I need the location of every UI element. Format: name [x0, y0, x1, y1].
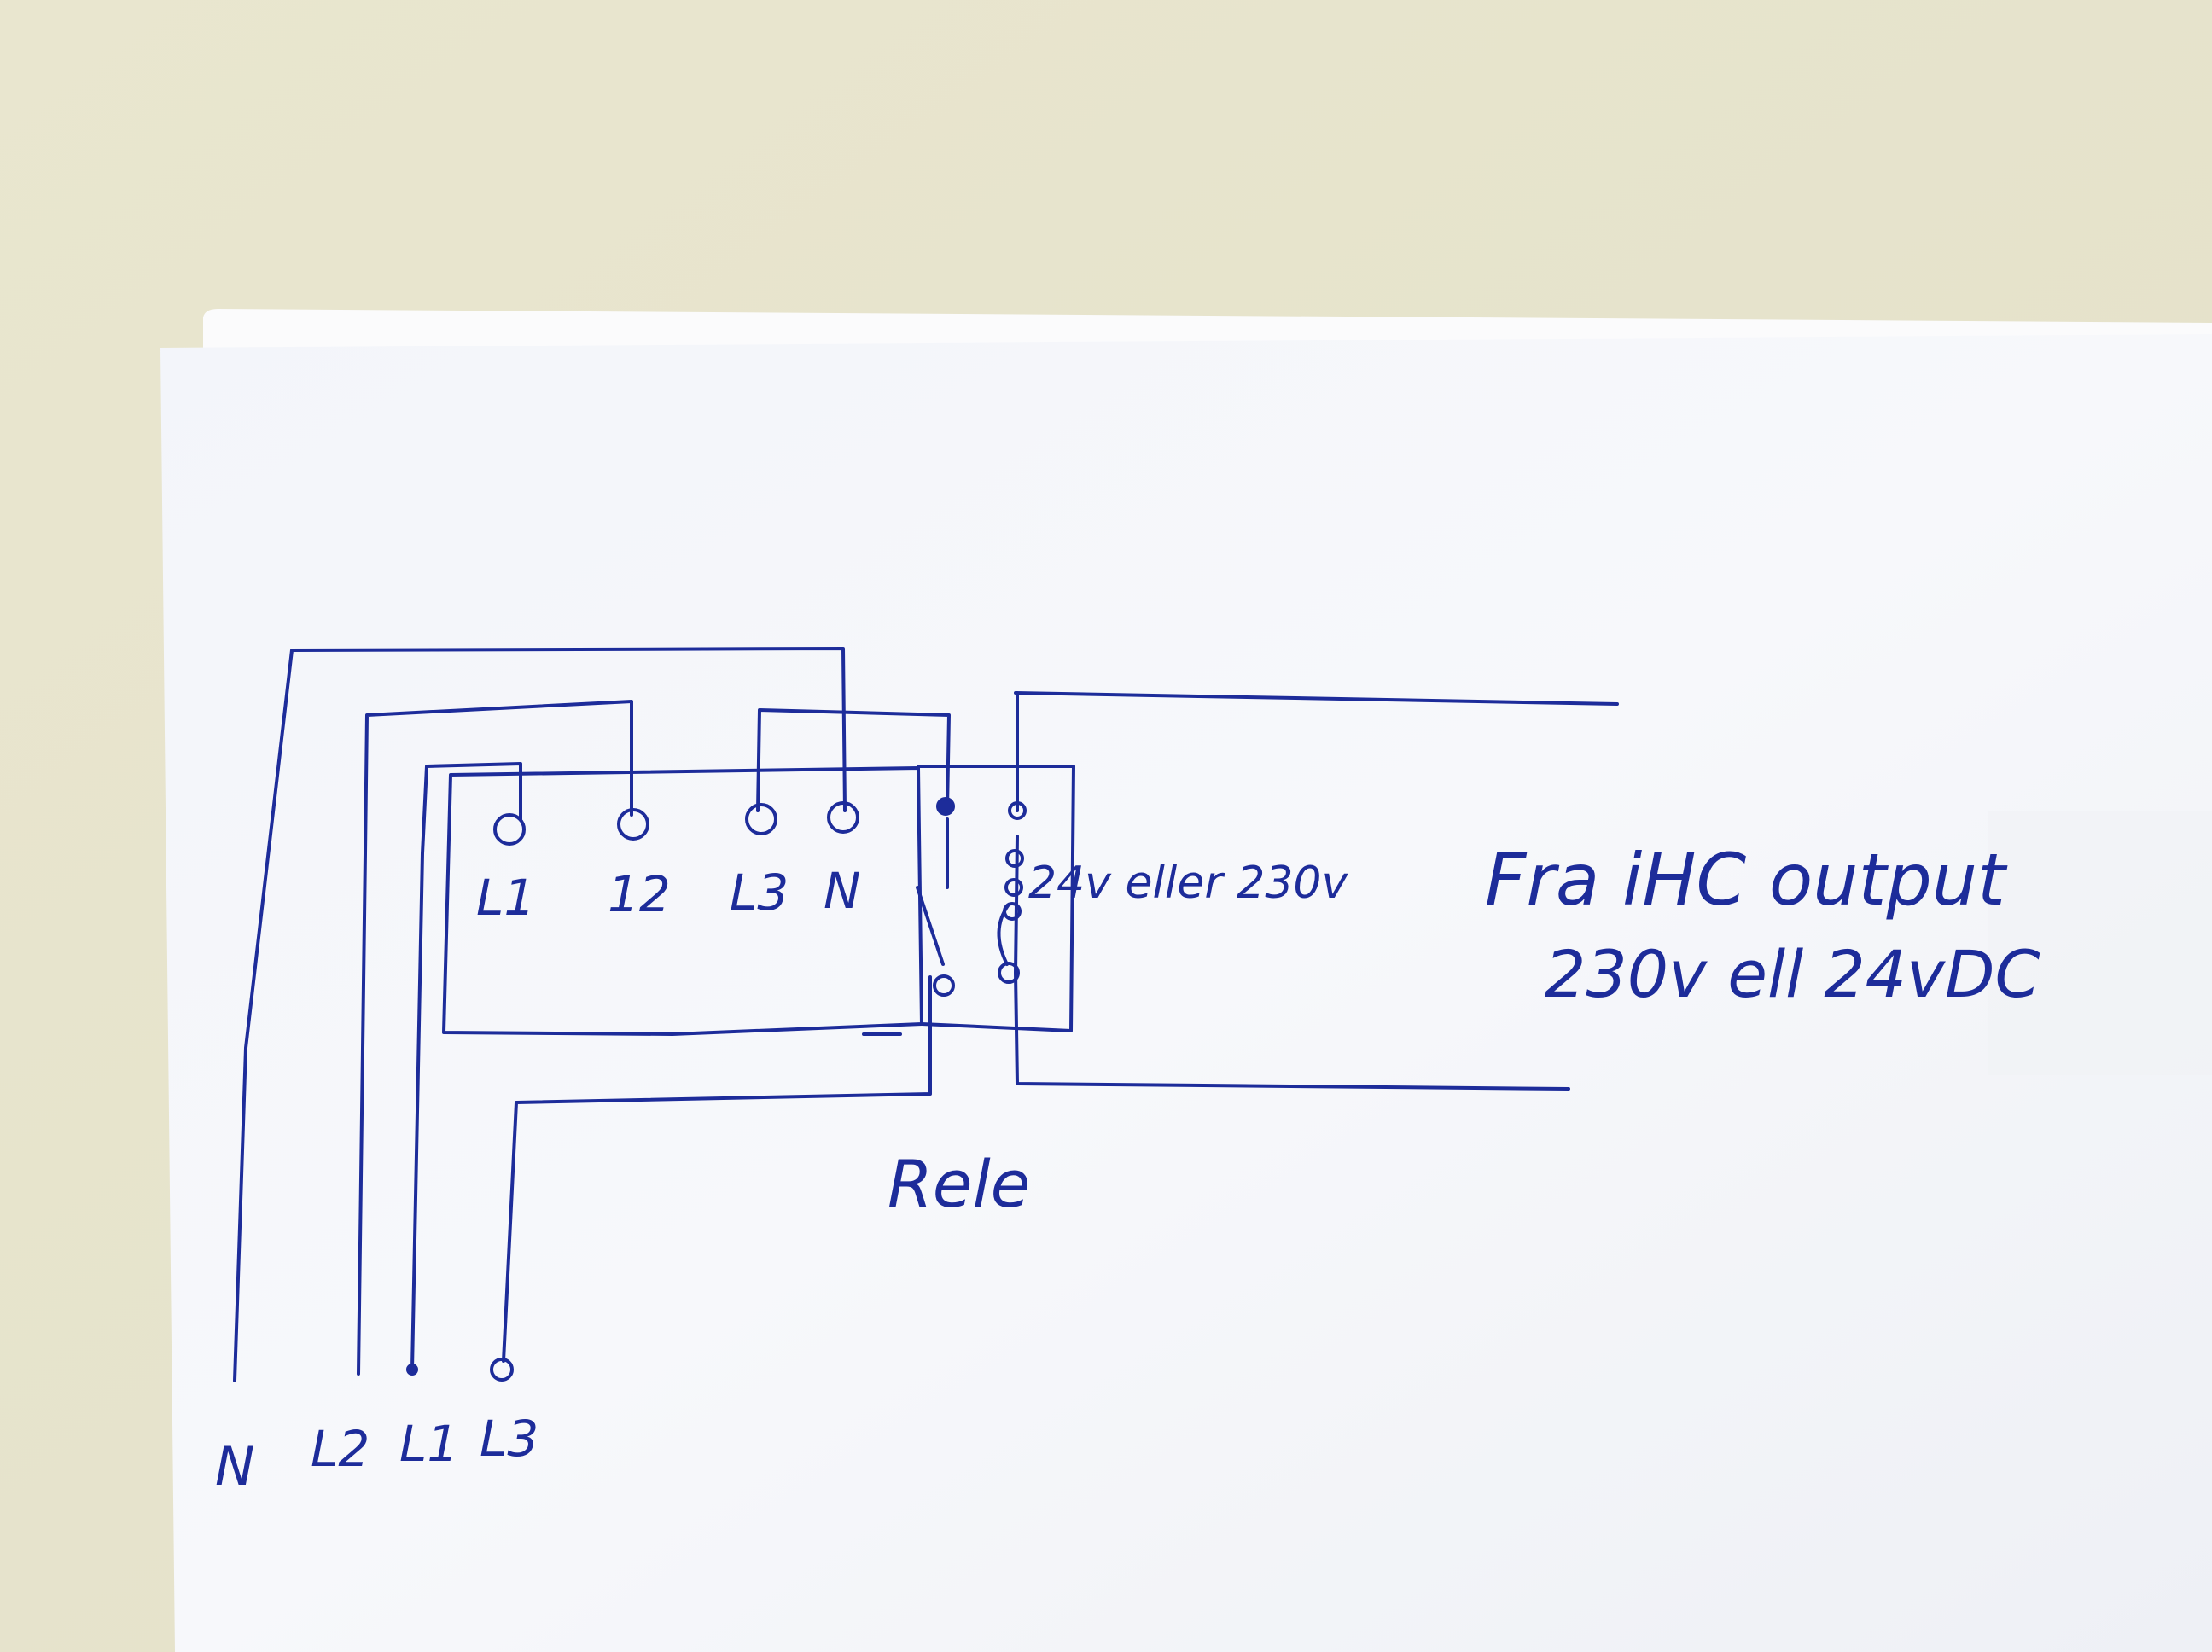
- label-supply-l2: L2: [311, 1420, 370, 1478]
- terminal-l1: [493, 813, 526, 846]
- coil-turn-1: [1005, 849, 1024, 868]
- label-coil-voltage: 24v eller 230v: [1028, 858, 1349, 909]
- supply-l3-terminal: [490, 1358, 514, 1382]
- paper-crease: [1988, 811, 2212, 1075]
- terminal-n: [827, 801, 859, 834]
- label-supply-l3: L3: [480, 1410, 538, 1468]
- coil-turn-2: [1004, 878, 1023, 897]
- wire-l3: [502, 975, 932, 1363]
- label-terminal-l1: L1: [476, 869, 535, 927]
- wire-l3-bridge: [756, 708, 951, 812]
- wire-l1: [410, 762, 522, 1371]
- supply-l1-terminal: [406, 1364, 418, 1376]
- label-supply-n: N: [215, 1435, 254, 1498]
- label-terminal-l3: L3: [730, 864, 789, 922]
- wiring-diagram: [233, 647, 1619, 1382]
- paper-sheet: [160, 334, 2212, 1652]
- contact-bottom: [933, 974, 955, 997]
- label-terminal-n: N: [824, 862, 860, 920]
- coil-bottom: [998, 962, 1020, 984]
- label-source-line2: 230v ell 24vDC: [1545, 936, 2040, 1012]
- coil-top: [1008, 801, 1027, 820]
- relay-switch: [862, 817, 949, 1036]
- terminal-l2: [617, 808, 649, 841]
- wire-n: [233, 647, 847, 1382]
- coil-turn-3: [1003, 902, 1022, 921]
- wire-l2: [357, 700, 633, 1376]
- relay-box: [442, 766, 923, 1036]
- terminal-l3: [745, 803, 777, 835]
- contactor-box: [917, 765, 1075, 1032]
- label-terminal-l2: 12: [608, 865, 671, 923]
- contact-top: [936, 797, 955, 816]
- label-supply-l1: L1: [399, 1415, 458, 1473]
- label-relay: Rele: [888, 1146, 1030, 1222]
- label-source-line1: Fra iHC output: [1485, 838, 2008, 922]
